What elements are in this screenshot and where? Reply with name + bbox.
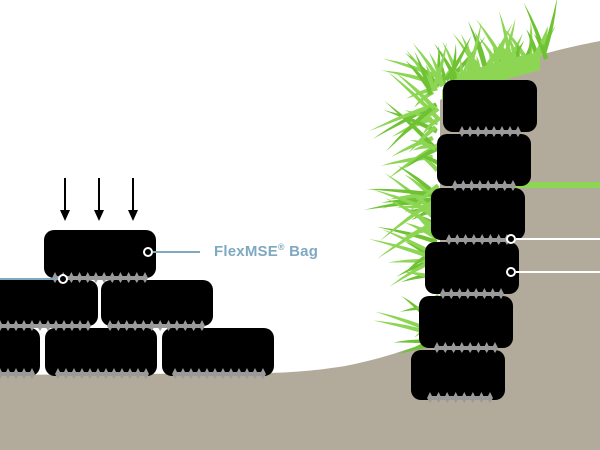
flexmse-bag [101,280,213,326]
grass-blade [418,155,441,167]
bag-name-text: FlexMSE [214,243,278,260]
right-retaining-wall [411,80,537,403]
grass-blade [460,33,478,74]
grass-blade [425,64,434,88]
grass-blade [381,229,438,258]
grass-line [515,182,600,188]
grass-blade [402,220,439,240]
interlocking-plate [0,320,91,331]
grass-blade [366,188,440,198]
grass-blade [382,58,440,80]
grass-blade [431,41,447,91]
grass-blade [397,165,439,198]
grass-blade [467,20,488,72]
arrow-down-icon [94,178,104,221]
flexmse-bag [162,328,274,376]
flexmse-bag-label: FlexMSE® Bag [214,242,318,260]
grass-blade [383,109,438,134]
grass-blade [458,58,464,81]
callout-right-upper [506,234,600,244]
flexmse-bag [425,242,519,294]
flexmse-bag [437,134,531,186]
interlocking-plate [0,368,35,379]
grass-blade [379,198,437,242]
interlocking-plate [52,272,148,283]
grass-blade [408,125,438,153]
grass-blade [369,103,435,132]
grass-blade [526,29,539,58]
interlocking-plate [107,320,205,331]
flexmse-bag [44,230,156,278]
flexmse-bag [431,188,525,240]
bag-suffix-text: Bag [284,243,319,260]
arrow-down-icon [60,178,70,221]
interlocking-plate [440,288,504,299]
grass-blade [428,51,445,87]
flexmse-bag [45,328,157,376]
grass-blade [409,139,437,151]
circle-marker-icon [506,267,516,277]
flexmse-bag [443,80,537,132]
grass-blade [499,11,514,65]
interlocking-plate [446,234,510,245]
circle-marker-icon [506,234,516,244]
interlocking-plate [459,126,521,137]
grass-blade [414,51,433,96]
circle-marker-icon [58,274,68,284]
grass-blade [404,222,438,240]
grass-blade [404,110,436,125]
grass-blade [391,136,434,157]
interlocking-plate [55,368,149,379]
callout-right-lower [506,267,600,277]
circle-marker-icon [143,247,153,257]
grass-blade [508,36,517,61]
interlocking-plate [452,180,516,191]
flexmse-bag [419,296,513,348]
interlocking-plate [427,392,493,403]
callout-plate-left [0,274,68,284]
grass-blade [404,146,439,169]
load-arrows [60,178,138,221]
grass-blade [533,33,549,61]
grass-blade [532,25,549,59]
interlocking-plate [434,342,498,353]
interlocking-plate [172,368,266,379]
grass-blade [385,104,436,152]
grass-blade [376,226,438,244]
callout-bag [143,247,200,257]
arrow-down-icon [128,178,138,221]
grass-blade [434,43,460,84]
flexmse-bag [0,280,98,326]
flexmse-bag [411,350,505,400]
grass-blade [407,183,440,214]
registered-mark: ® [277,242,285,252]
grass-blade [402,107,440,137]
left-bag-stack [0,230,274,379]
flexmse-bag [0,328,40,376]
grass-blade [395,72,436,110]
